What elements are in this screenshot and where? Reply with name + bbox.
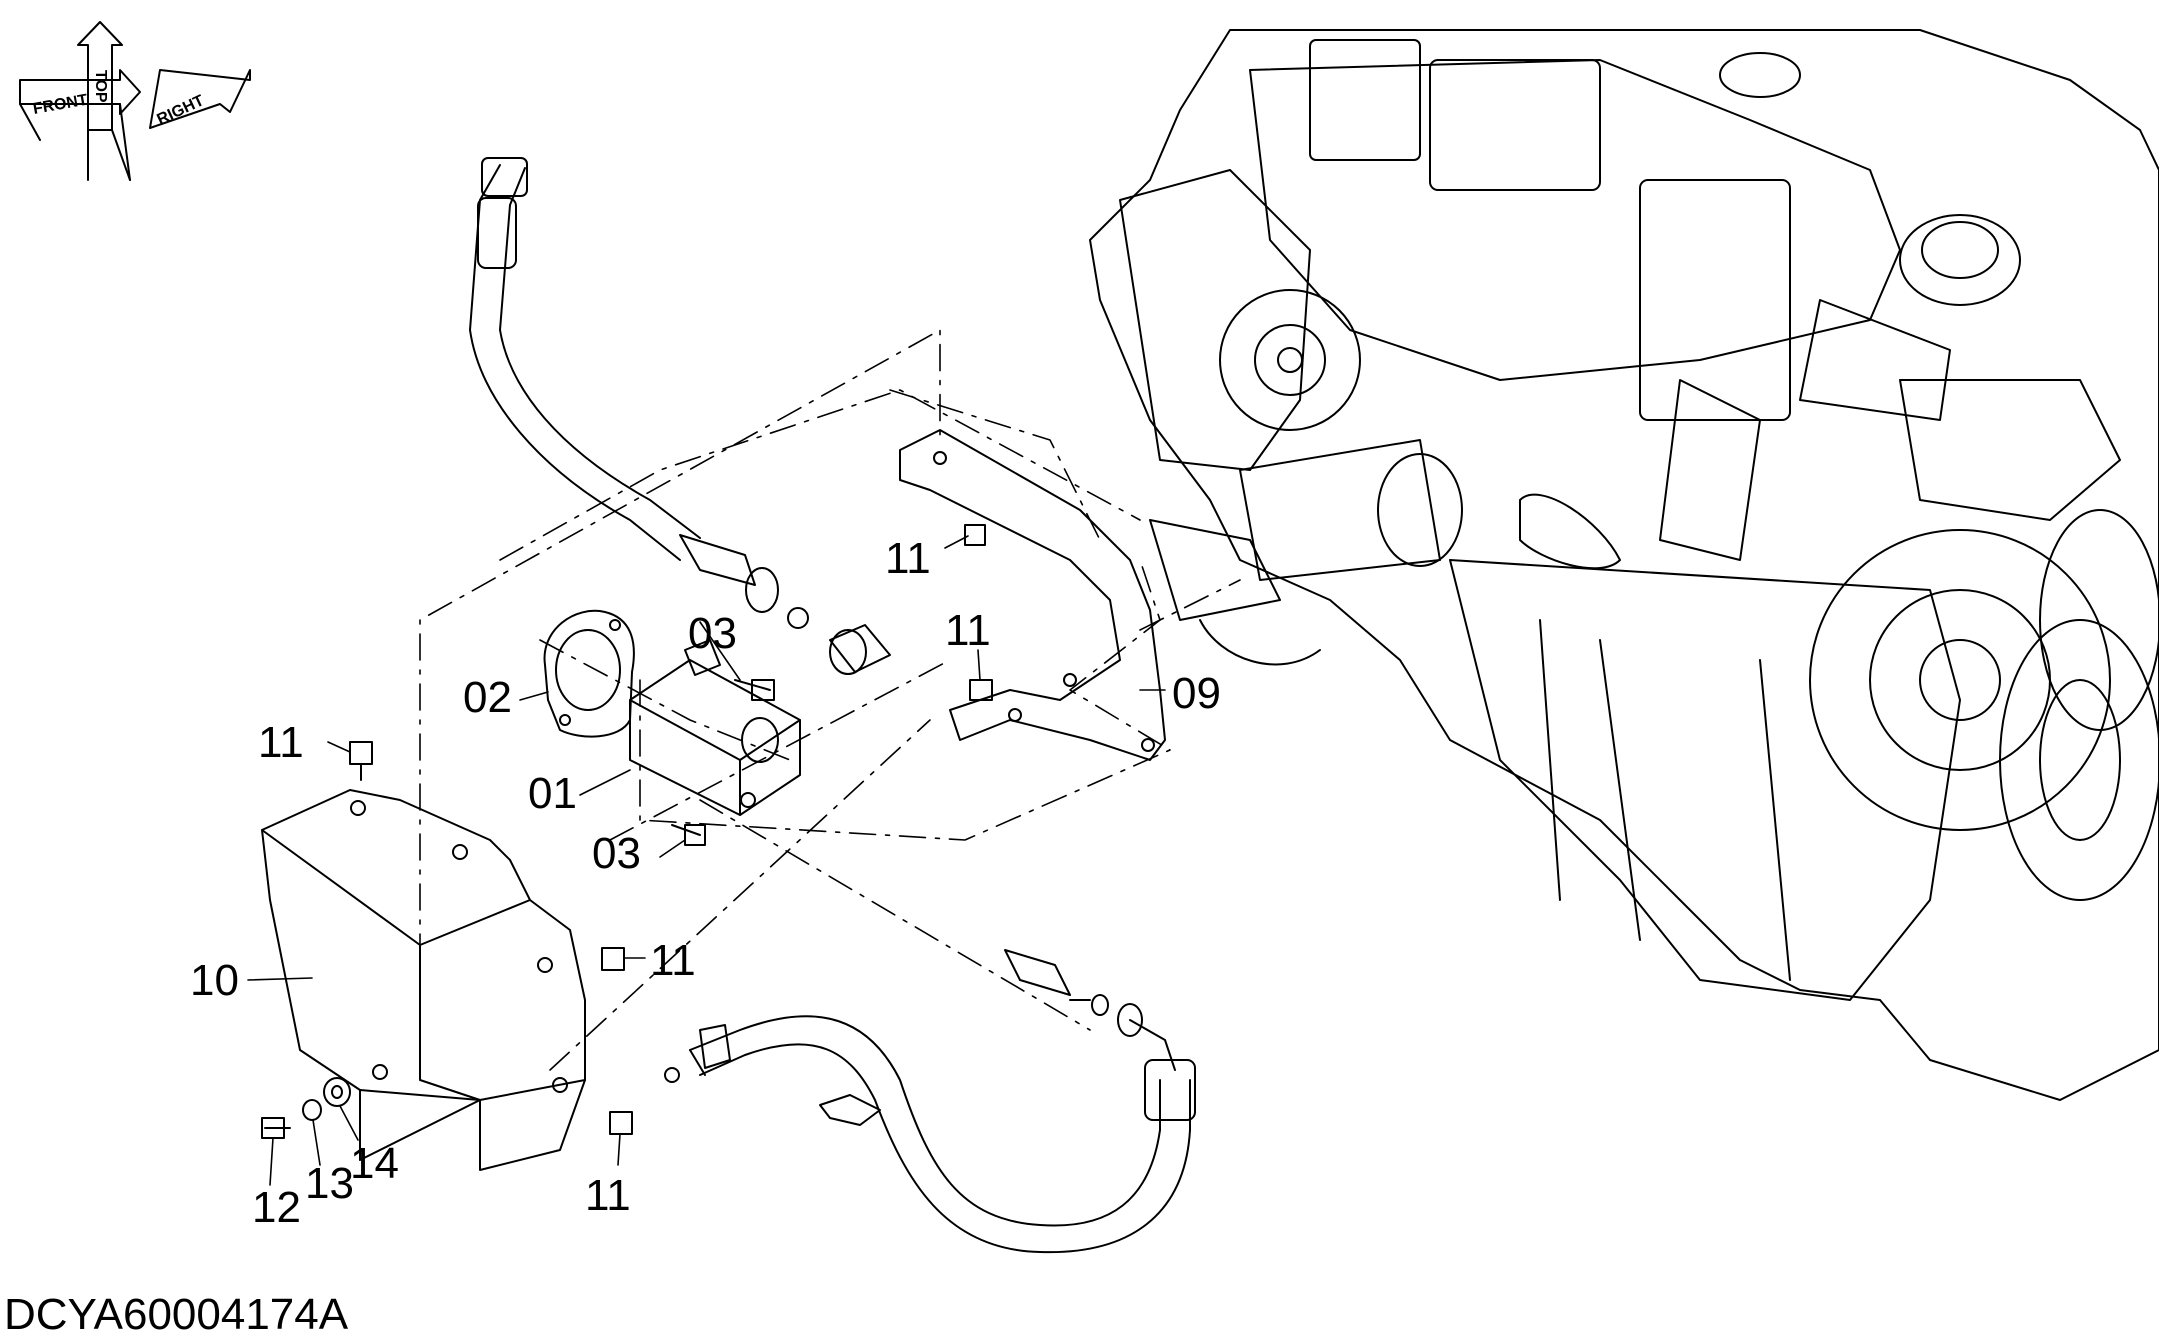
orientation-top-label: TOP <box>92 70 109 103</box>
callout-part-10: 10 <box>190 956 239 1005</box>
callout-part-11-bracket-mid: 11 <box>945 606 991 655</box>
bracket-part-09 <box>899 429 1166 761</box>
washer-part-13 <box>302 1099 322 1121</box>
callout-part-13: 13 <box>305 1159 354 1208</box>
lower-hose <box>664 949 1196 1254</box>
callout-part-01: 01 <box>528 769 577 818</box>
bolt-part-11-bracket-mid <box>969 679 993 701</box>
orientation-right-label: RIGHT <box>155 92 207 129</box>
callout-part-11-cover-top: 11 <box>258 718 304 767</box>
bolt-part-11-cover-right <box>601 947 625 971</box>
callout-part-03-lower: 03 <box>592 829 641 878</box>
callout-part-02: 02 <box>463 673 512 722</box>
upper-hose <box>469 157 809 629</box>
bolt-part-11-cover-bottom <box>609 1111 633 1135</box>
bolt-part-11-bracket-top <box>964 524 986 546</box>
callout-part-03-upper: 03 <box>688 609 737 658</box>
document-code: DCYA60004174A <box>4 1290 349 1339</box>
engine-assembly <box>1089 29 2159 1101</box>
leader-lines <box>247 535 1166 1186</box>
hose-fitting <box>829 624 891 675</box>
callout-part-12: 12 <box>252 1183 301 1232</box>
adapter-block-part-01 <box>629 639 801 816</box>
cover-part-10 <box>261 789 586 1171</box>
orientation-front-label: FRONT <box>32 92 89 118</box>
bolt-part-11-cover-top <box>349 741 373 781</box>
orientation-indicator <box>19 21 251 181</box>
callout-part-11-cover-bottom: 11 <box>585 1171 631 1220</box>
callout-part-11-cover-right: 11 <box>650 936 696 985</box>
callout-part-11-bracket-top: 11 <box>885 534 931 583</box>
bolt-part-03-lower <box>671 824 706 846</box>
bolt-part-12 <box>261 1117 291 1139</box>
callout-part-09: 09 <box>1172 669 1221 718</box>
washer-part-14 <box>323 1077 351 1107</box>
callout-part-14: 14 <box>350 1139 399 1188</box>
gasket-part-02 <box>543 609 635 738</box>
bolt-part-03-upper <box>734 679 775 701</box>
assembly-lines <box>419 329 1241 1071</box>
